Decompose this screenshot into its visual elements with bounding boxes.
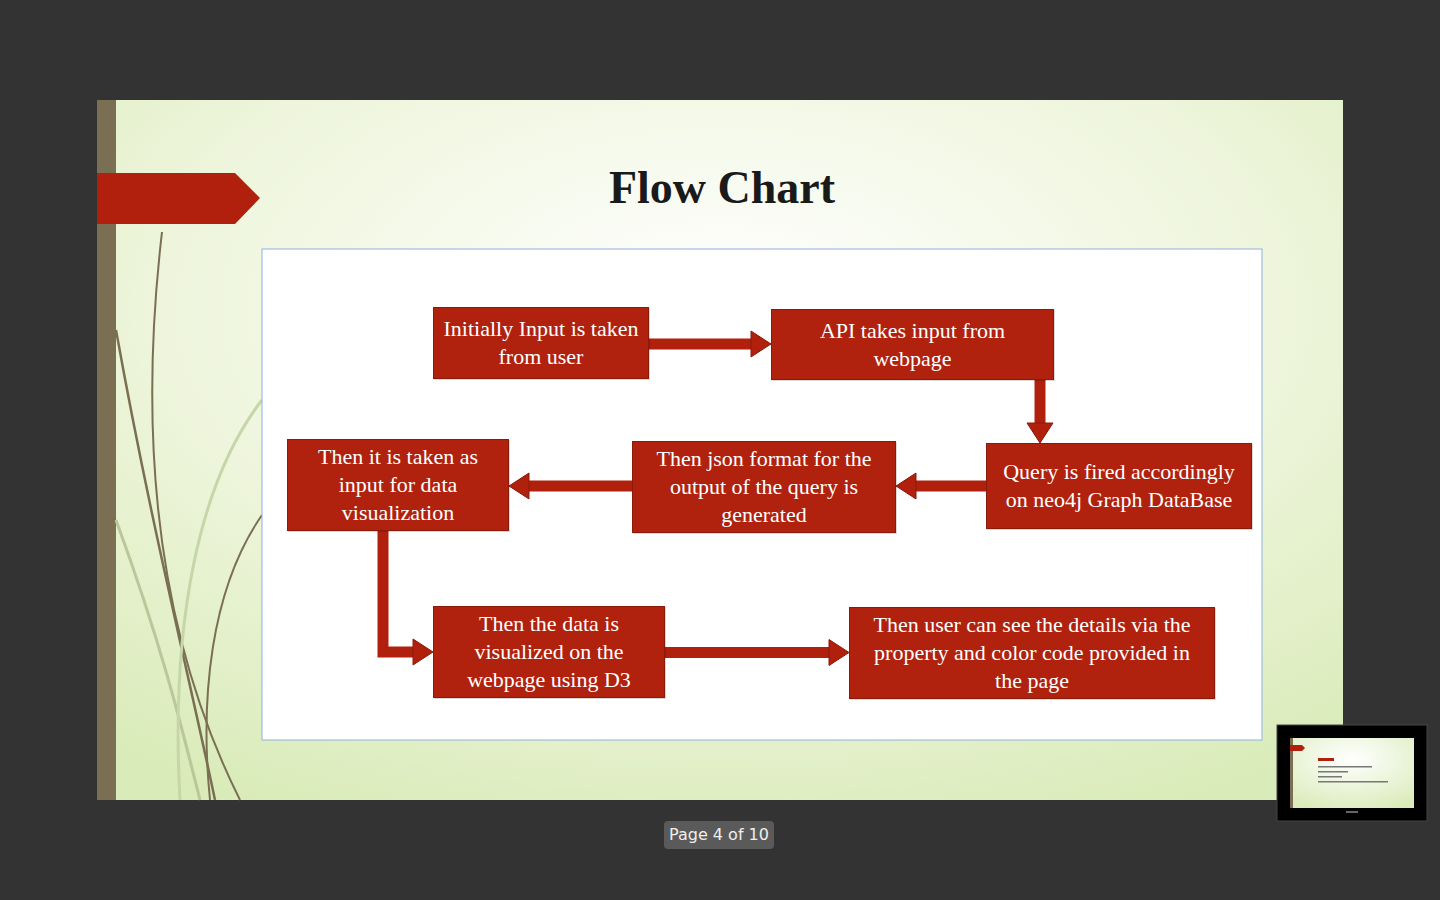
box-text: Then it is taken as input for data visua… — [296, 443, 500, 527]
decor-curves — [116, 232, 262, 800]
title-tab — [97, 173, 260, 224]
flow-arrow — [649, 331, 771, 357]
process-box: Then it is taken as input for data visua… — [287, 439, 509, 531]
slide — [97, 100, 1343, 800]
process-box: Then json format for the output of the q… — [632, 441, 896, 533]
chart-panel — [262, 249, 1262, 740]
flow-arrow — [1027, 380, 1053, 443]
slide-thumbnail — [1277, 725, 1427, 821]
flow-arrow — [896, 473, 986, 499]
flow-arrow — [665, 640, 849, 666]
box-text: Query is fired accordingly on neo4j Grap… — [995, 458, 1243, 514]
box-text: Initially Input is taken from user — [442, 315, 640, 371]
box-text: API takes input from webpage — [780, 317, 1045, 373]
flow-arrow — [509, 473, 632, 499]
process-box: API takes input from webpage — [771, 309, 1054, 380]
flow-arrow — [383, 531, 433, 665]
process-box: Then user can see the details via the pr… — [849, 607, 1215, 699]
box-text: Then the data is visualized on the webpa… — [442, 610, 656, 694]
box-text: Then json format for the output of the q… — [641, 445, 887, 529]
slide-title: Flow Chart — [262, 158, 1182, 218]
box-text: Then user can see the details via the pr… — [858, 611, 1206, 695]
process-box: Then the data is visualized on the webpa… — [433, 606, 665, 698]
process-box: Query is fired accordingly on neo4j Grap… — [986, 443, 1252, 529]
process-box: Initially Input is taken from user — [433, 307, 649, 379]
page-indicator: Page 4 of 10 — [664, 821, 774, 849]
